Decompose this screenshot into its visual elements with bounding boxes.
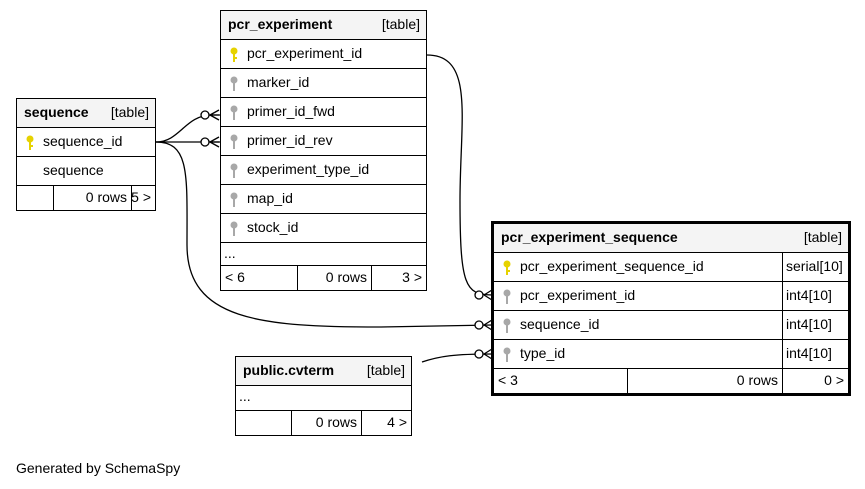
column-row[interactable]: marker_id	[221, 68, 426, 97]
primary-key-icon	[26, 135, 34, 150]
table-sequence[interactable]: sequence [table] sequence_id sequence 0 …	[16, 98, 156, 211]
crowsfoot-marker	[209, 136, 220, 148]
table-kind: [table]	[110, 104, 149, 120]
column-row[interactable]: stock_id	[221, 213, 426, 242]
column-name: pcr_experiment_id	[247, 45, 363, 61]
column-name: sequence_id	[43, 133, 123, 149]
column-row[interactable]: pcr_experiment_id int4[10]	[494, 281, 848, 310]
table-header: sequence [table]	[17, 99, 155, 127]
optional-marker	[474, 349, 484, 359]
relation-pcr-experiment-id	[426, 54, 493, 296]
column-row[interactable]: sequence_id int4[10]	[494, 310, 848, 339]
column-name: sequence_id	[520, 316, 600, 332]
child-count: 0 >	[824, 372, 844, 388]
column-name: pcr_experiment_sequence_id	[520, 258, 704, 274]
table-footer: 0 rows 4 >	[236, 410, 411, 435]
table-footer: 0 rows 5 >	[17, 185, 155, 210]
foreign-key-icon	[230, 134, 238, 149]
column-name: primer_id_rev	[247, 132, 333, 148]
column-name: marker_id	[247, 74, 310, 90]
table-cvterm[interactable]: public.cvterm [table] ... 0 rows 4 >	[235, 356, 412, 436]
column-type: int4[10]	[786, 345, 832, 361]
table-name: public.cvterm	[243, 362, 335, 378]
column-row[interactable]: pcr_experiment_id	[221, 39, 426, 68]
column-row[interactable]: primer_id_fwd	[221, 97, 426, 126]
column-row[interactable]: sequence_id	[17, 127, 155, 156]
foreign-key-icon	[503, 347, 511, 362]
column-row[interactable]: pcr_experiment_sequence_id serial[10]	[494, 252, 848, 281]
optional-marker	[474, 290, 484, 300]
table-name: pcr_experiment	[228, 16, 333, 32]
table-name: pcr_experiment_sequence	[501, 229, 678, 245]
generated-by-note: Generated by SchemaSpy	[16, 460, 181, 476]
foreign-key-icon	[230, 76, 238, 91]
table-kind: [table]	[381, 16, 420, 32]
table-pcr-experiment-sequence[interactable]: pcr_experiment_sequence [table] pcr_expe…	[491, 221, 851, 396]
foreign-key-icon	[230, 105, 238, 120]
more-columns-ellipsis: ...	[224, 245, 236, 261]
crowsfoot-marker	[209, 109, 220, 121]
relation-sequence-id	[155, 141, 493, 328]
table-header: pcr_experiment [table]	[221, 11, 426, 39]
optional-marker	[200, 137, 210, 147]
more-columns-row[interactable]: ...	[236, 385, 411, 410]
column-name: type_id	[520, 345, 566, 361]
table-header: public.cvterm [table]	[236, 357, 411, 385]
foreign-key-icon	[230, 163, 238, 178]
table-header: pcr_experiment_sequence [table]	[494, 224, 848, 252]
parent-count[interactable]: < 3	[498, 372, 518, 388]
column-row[interactable]: map_id	[221, 184, 426, 213]
crowsfoot-marker	[483, 289, 493, 301]
crowsfoot-marker	[483, 348, 493, 360]
child-count[interactable]: 4 >	[387, 414, 407, 430]
column-name: map_id	[247, 190, 293, 206]
table-pcr-experiment[interactable]: pcr_experiment [table] pcr_experiment_id…	[220, 10, 427, 291]
table-footer: < 3 0 rows 0 >	[494, 368, 848, 393]
column-type: int4[10]	[786, 316, 832, 332]
column-row[interactable]: type_id int4[10]	[494, 339, 848, 368]
column-row[interactable]: sequence	[17, 156, 155, 185]
table-kind: [table]	[803, 229, 842, 245]
more-columns-row[interactable]: ...	[221, 242, 426, 265]
foreign-key-icon	[230, 221, 238, 236]
primary-key-icon	[230, 47, 238, 62]
more-columns-ellipsis: ...	[239, 388, 251, 404]
column-name: experiment_type_id	[247, 161, 370, 177]
column-row[interactable]: primer_id_rev	[221, 126, 426, 155]
column-name: pcr_experiment_id	[520, 287, 636, 303]
table-footer: < 6 0 rows 3 >	[221, 265, 426, 290]
column-name: primer_id_fwd	[247, 103, 335, 119]
optional-marker	[200, 110, 210, 120]
parent-count[interactable]: < 6	[225, 269, 245, 285]
child-count[interactable]: 3 >	[402, 269, 422, 285]
column-name: stock_id	[247, 219, 299, 235]
optional-marker	[474, 320, 484, 330]
column-row[interactable]: experiment_type_id	[221, 155, 426, 184]
foreign-key-icon	[503, 289, 511, 304]
row-count: 0 rows	[325, 269, 367, 285]
row-count: 0 rows	[315, 414, 357, 430]
row-count: 0 rows	[85, 189, 127, 205]
primary-key-icon	[503, 260, 511, 275]
foreign-key-icon	[503, 318, 511, 333]
column-type: serial[10]	[786, 258, 843, 274]
row-count: 0 rows	[736, 372, 778, 388]
table-name: sequence	[24, 104, 89, 120]
column-name: sequence	[43, 162, 104, 178]
column-type: int4[10]	[786, 287, 832, 303]
child-count[interactable]: 5 >	[131, 189, 151, 205]
table-kind: [table]	[366, 362, 405, 378]
crowsfoot-marker	[483, 319, 493, 331]
foreign-key-icon	[230, 192, 238, 207]
